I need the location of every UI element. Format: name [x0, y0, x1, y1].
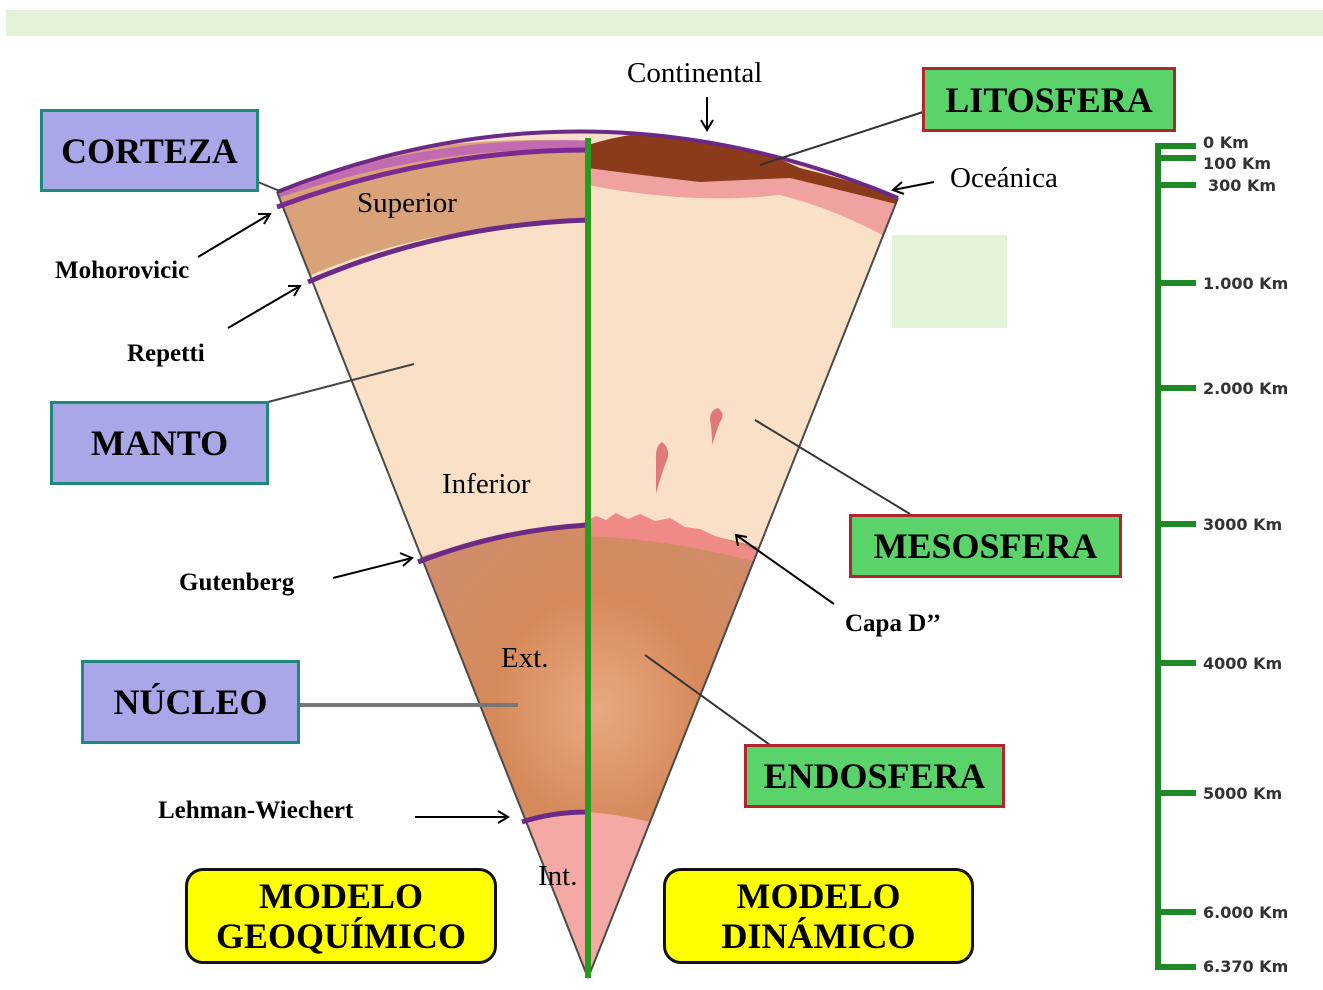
mohorovicic-label: Mohorovicic — [55, 257, 189, 285]
depth-0-label: 0 Km — [1203, 133, 1249, 152]
depth-3000-label: 3000 Km — [1203, 515, 1282, 534]
externo-label: Ext. — [501, 642, 549, 675]
endosfera-box: ENDOSFERA — [744, 744, 1005, 808]
earth-wedge — [200, 40, 960, 990]
inferior-label: Inferior — [442, 468, 531, 501]
modelo-dinamico-line-2: DINÁMICO — [722, 916, 916, 956]
gutenberg-label: Gutenberg — [179, 569, 294, 597]
depth-2000-label: 2.000 Km — [1203, 379, 1288, 398]
depth-4000-label: 4000 Km — [1203, 654, 1282, 673]
litosfera-box: LITOSFERA — [922, 67, 1176, 132]
mesosfera-box: MESOSFERA — [849, 514, 1122, 578]
depth-6000-label: 6.000 Km — [1203, 903, 1288, 922]
nucleo-box: NÚCLEO — [81, 660, 300, 744]
repetti-label: Repetti — [127, 340, 205, 368]
depth-300-label: 300 Km — [1208, 176, 1276, 195]
litosfera-connector — [760, 112, 923, 165]
depth-scale — [1155, 146, 1196, 967]
modelo-dinamico-box: MODELO DINÁMICO — [663, 868, 974, 964]
modelo-dinamico-line-1: MODELO — [736, 876, 900, 916]
top-band — [6, 10, 1323, 36]
background-patch — [892, 235, 1007, 328]
lehman-label: Lehman-Wiechert — [158, 797, 353, 825]
depth-5000-label: 5000 Km — [1203, 784, 1282, 803]
modelo-geoquimico-line-1: MODELO — [259, 876, 423, 916]
continental-label: Continental — [627, 57, 762, 90]
interno-label: Int. — [538, 860, 577, 893]
modelo-geoquimico-line-2: GEOQUÍMICO — [216, 916, 466, 956]
superior-label: Superior — [357, 187, 457, 220]
corteza-box: CORTEZA — [40, 109, 259, 192]
capa-d-label: Capa D’’ — [845, 610, 941, 638]
modelo-geoquimico-box: MODELO GEOQUÍMICO — [185, 868, 497, 964]
corteza-connector — [258, 182, 282, 192]
manto-box: MANTO — [50, 401, 269, 485]
depth-1000-label: 1.000 Km — [1203, 274, 1288, 293]
depth-6370-label: 6.370 Km — [1203, 957, 1288, 976]
oceanica-label: Oceánica — [950, 162, 1058, 195]
depth-100-label: 100 Km — [1203, 154, 1271, 173]
